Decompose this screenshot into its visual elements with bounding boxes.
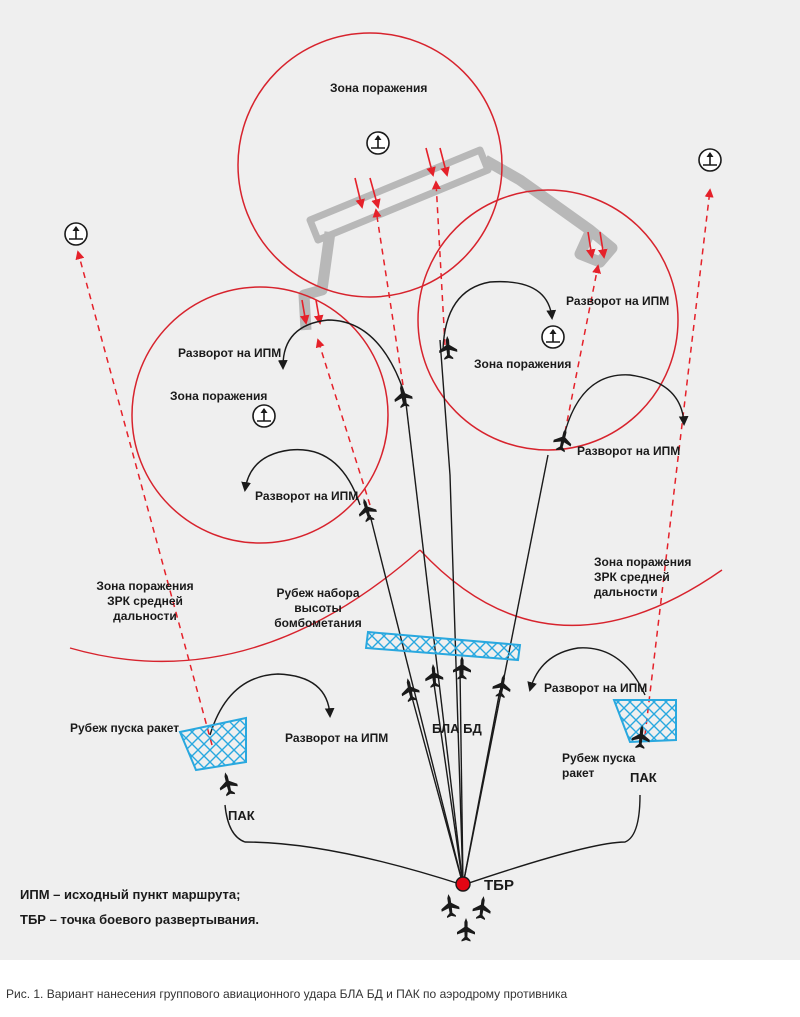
ipm-turn-label-left-top: Разворот на ИПМ [178, 346, 281, 360]
ipm-turn-label-right-top: Разворот на ИПМ [566, 294, 669, 308]
legend-line-ipm: ИПМ – исходный пункт маршрута; [20, 887, 241, 902]
figure-caption: Рис. 1. Вариант нанесения группового ави… [6, 987, 568, 1001]
kill-zone-label-top: Зона поражения [330, 81, 427, 95]
missile-launch-line-label-right: Рубеж пуска ракет [562, 751, 636, 780]
kill-zone-label-right: Зона поражения [474, 357, 571, 371]
aircraft-icon [471, 894, 493, 921]
ipm-turn-label-left-bottom: Разворот на ИПМ [285, 731, 388, 745]
svg-text:Зона поражения: Зона поражения [594, 555, 691, 569]
svg-text:ЗРК средней: ЗРК средней [594, 570, 670, 584]
bombing-climb-line-label: Рубеж набора высоты бомбометания [274, 586, 361, 630]
ipm-turn-label-right-mid: Разворот на ИПМ [577, 444, 680, 458]
uav-group-label: БЛА БД [432, 721, 482, 736]
strike-diagram: Зона поражения Зона поражения Зона пораж… [64, 32, 723, 942]
flight-routes [209, 280, 689, 886]
aircraft-icon [491, 672, 513, 699]
diagram-panel: Зона поражения Зона поражения Зона пораж… [0, 0, 800, 960]
svg-text:ЗРК средней: ЗРК средней [107, 594, 183, 608]
missile-launch-zone-right [612, 699, 677, 744]
sam-launcher-icon [541, 325, 565, 349]
tbr-point [455, 876, 471, 892]
aircraft-icon [216, 770, 240, 798]
mid-range-zone-arc-left [69, 549, 421, 663]
missile-launch-zone-left [178, 716, 247, 772]
svg-text:Рубеж набора: Рубеж набора [276, 586, 359, 600]
sam-launcher-icon [252, 404, 276, 428]
airfield-runway [298, 146, 618, 331]
svg-text:высоты: высоты [294, 601, 341, 615]
mid-range-zone-label-left: Зона поражения ЗРК средней дальности [96, 579, 193, 623]
svg-text:ракет: ракет [562, 766, 595, 780]
legend-line-tbr: ТБР – точка боевого развертывания. [20, 912, 260, 927]
pak-label-right: ПАК [630, 770, 657, 785]
impact-arrows [299, 147, 608, 325]
svg-text:Рубеж пуска: Рубеж пуска [562, 751, 636, 765]
sam-launcher-icon [366, 131, 390, 155]
ipm-turn-label-right-bottom: Разворот на ИПМ [544, 681, 647, 695]
aircraft-icon [423, 663, 444, 689]
mid-range-zone-label-right: Зона поражения ЗРК средней дальности [594, 555, 691, 599]
pak-label-left: ПАК [228, 808, 255, 823]
aircraft-icon [392, 382, 414, 409]
mid-range-zone-arc-right [419, 549, 723, 627]
sam-launcher-icon [698, 148, 722, 172]
sam-launcher-icon [64, 222, 88, 246]
svg-text:дальности: дальности [594, 585, 658, 599]
ipm-turn-label-left-mid: Разворот на ИПМ [255, 489, 358, 503]
svg-text:дальности: дальности [113, 609, 177, 623]
kill-zone-label-left: Зона поражения [170, 389, 267, 403]
missile-tracks [75, 180, 714, 746]
tbr-label: ТБР [484, 877, 514, 894]
bombing-climb-line [364, 630, 522, 662]
svg-text:Зона поражения: Зона поражения [96, 579, 193, 593]
kill-zone-top [237, 32, 503, 298]
kill-zone-left [131, 286, 389, 544]
aircraft-icon [398, 676, 422, 704]
svg-text:бомбометания: бомбометания [274, 616, 361, 630]
aircraft-icon [439, 892, 461, 919]
missile-launch-line-label: Рубеж пуска ракет [70, 721, 179, 735]
aircraft-icon [457, 918, 475, 942]
kill-zone-right [417, 189, 679, 451]
